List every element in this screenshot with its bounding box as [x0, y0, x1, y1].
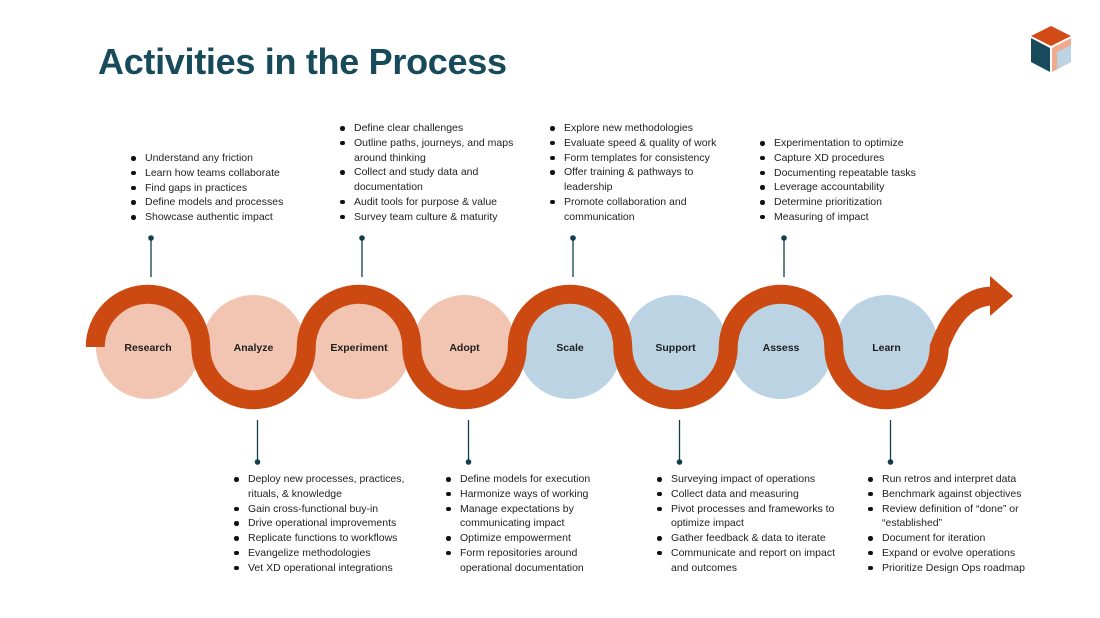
- activity-item: Understand any friction: [126, 151, 316, 166]
- analyze-activities: Deploy new processes, practices, rituals…: [229, 472, 419, 576]
- activity-item: Experimentation to optimize: [755, 136, 945, 151]
- activity-item: Showcase authentic impact: [126, 210, 316, 225]
- activity-item: Review definition of “done” or “establis…: [863, 502, 1053, 532]
- activity-item: Outline paths, journeys, and maps around…: [335, 136, 525, 166]
- connector-dot-experiment: [359, 235, 365, 241]
- page-title: Activities in the Process: [98, 41, 507, 82]
- activity-item: Gather feedback & data to iterate: [652, 531, 842, 546]
- activity-item: Gain cross-functional buy-in: [229, 502, 419, 517]
- stage-circle-learn: [834, 295, 939, 399]
- activity-item: Manage expectations by communicating imp…: [441, 502, 631, 532]
- stage-label-research: Research: [124, 342, 171, 354]
- activity-item: Leverage accountability: [755, 180, 945, 195]
- activity-item: Deploy new processes, practices, rituals…: [229, 472, 419, 502]
- activity-item: Form repositories around operational doc…: [441, 546, 631, 576]
- activity-item: Communicate and report on impact and out…: [652, 546, 842, 576]
- activity-item: Surveying impact of operations: [652, 472, 842, 487]
- stage-circle-analyze: [201, 295, 306, 399]
- activity-item: Define models for execution: [441, 472, 631, 487]
- stage-label-experiment: Experiment: [330, 342, 388, 354]
- activity-item: Collect and study data and documentation: [335, 165, 525, 195]
- activity-item: Collect data and measuring: [652, 487, 842, 502]
- activity-item: Document for iteration: [863, 531, 1053, 546]
- activity-item: Explore new methodologies: [545, 121, 735, 136]
- stage-labels: Research Analyze Experiment Adopt Scale Suppo…: [124, 342, 900, 354]
- stage-circles: [96, 295, 939, 399]
- stage-label-learn: Learn: [872, 342, 901, 354]
- stage-circle-adopt: [412, 295, 517, 399]
- activity-item: Offer training & pathways to leadership: [545, 165, 735, 195]
- stage-label-scale: Scale: [556, 342, 584, 354]
- activity-item: Form templates for consistency: [545, 151, 735, 166]
- stage-circle-scale: [518, 295, 622, 399]
- activity-item: Drive operational improvements: [229, 516, 419, 531]
- activity-item: Audit tools for purpose & value: [335, 195, 525, 210]
- activity-item: Pivot processes and frameworks to optimi…: [652, 502, 842, 532]
- connector-dot-scale: [570, 235, 576, 241]
- activity-item: Optimize empowerment: [441, 531, 631, 546]
- isometric-cube-logo-icon: [1031, 26, 1071, 72]
- activity-item: Define clear challenges: [335, 121, 525, 136]
- stage-circle-research: [96, 295, 200, 399]
- activity-item: Harmonize ways of working: [441, 487, 631, 502]
- activity-item: Define models and processes: [126, 195, 316, 210]
- activity-item: Replicate functions to workflows: [229, 531, 419, 546]
- connector-dot-adopt: [465, 459, 472, 465]
- connector-dot-support: [676, 459, 683, 465]
- activity-item: Documenting repeatable tasks: [755, 166, 945, 181]
- activity-item: Run retros and interpret data: [863, 472, 1053, 487]
- wavy-process-track: [85, 284, 994, 410]
- stage-circle-experiment: [307, 295, 411, 399]
- activity-item: Find gaps in practices: [126, 181, 316, 196]
- activity-item: Determine prioritization: [755, 195, 945, 210]
- activity-item: Capture XD procedures: [755, 151, 945, 166]
- stage-circle-assess: [729, 295, 833, 399]
- activity-item: Evangelize methodologies: [229, 546, 419, 561]
- activity-item: Measuring of impact: [755, 210, 945, 225]
- connectors: [148, 235, 894, 465]
- connector-dot-analyze: [254, 459, 261, 465]
- stage-label-adopt: Adopt: [449, 342, 480, 354]
- activity-item: Evaluate speed & quality of work: [545, 136, 735, 151]
- connector-dot-learn: [887, 459, 894, 465]
- activity-item: Expand or evolve operations: [863, 546, 1053, 561]
- activity-item: Survey team culture & maturity: [335, 210, 525, 225]
- connector-dot-assess: [781, 235, 787, 241]
- stage-circle-support: [623, 295, 728, 399]
- activity-item: Vet XD operational integrations: [229, 561, 419, 576]
- activity-item: Learn how teams collaborate: [126, 166, 316, 181]
- activity-item: Prioritize Design Ops roadmap: [863, 561, 1053, 576]
- stage-label-analyze: Analyze: [234, 342, 274, 354]
- connector-dot-research: [148, 235, 154, 241]
- activity-item: Benchmark against objectives: [863, 487, 1053, 502]
- stage-label-support: Support: [655, 342, 696, 354]
- arrow-head-icon: [990, 276, 1013, 316]
- activity-item: Promote collaboration and communication: [545, 195, 735, 225]
- stage-label-assess: Assess: [763, 342, 800, 354]
